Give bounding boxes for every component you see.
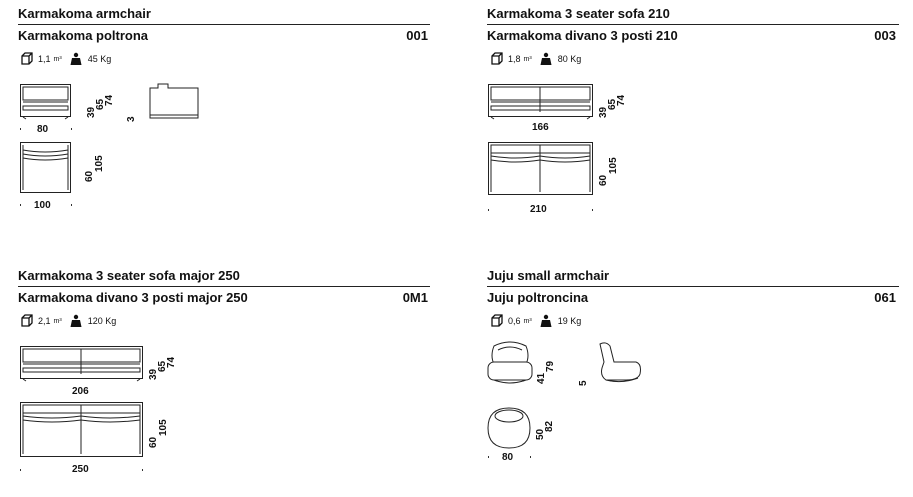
- product-name-en: Juju small armchair: [487, 268, 610, 283]
- weight-value: 19 Kg: [557, 316, 582, 326]
- front-view-drawing: [487, 341, 533, 384]
- weight-icon: [540, 52, 552, 65]
- dim-depth1: 60: [148, 436, 159, 448]
- dim-tick: [488, 209, 489, 211]
- product-name-it: Karmakoma divano 3 posti 210: [487, 28, 678, 43]
- dim-width-front: 80: [37, 124, 49, 135]
- product-name-it: Karmakoma poltrona: [18, 28, 149, 43]
- spec-line: 0,6 m³ 19 Kg: [490, 314, 581, 328]
- front-view-drawing: [20, 84, 71, 120]
- dim-tick: [530, 456, 531, 458]
- divider: [18, 24, 430, 25]
- volume-unit: m³: [523, 55, 532, 63]
- volume-unit: m³: [53, 317, 62, 325]
- product-name-en: Karmakoma 3 seater sofa 210: [487, 6, 670, 21]
- front-view-drawing: [488, 84, 593, 120]
- dim-width-front: 206: [72, 386, 89, 397]
- dim-tick: [71, 128, 72, 130]
- top-view-drawing: [488, 142, 593, 195]
- divider: [487, 24, 899, 25]
- weight-value: 45 Kg: [87, 54, 112, 64]
- dim-h3: 74: [616, 94, 627, 106]
- weight-icon: [540, 314, 552, 327]
- product-name-en: Karmakoma 3 seater sofa major 250: [18, 268, 240, 283]
- dim-tick: [20, 204, 21, 206]
- box-volume-icon: [491, 52, 503, 65]
- volume-value: 1,8: [508, 54, 521, 64]
- dim-depth2: 105: [94, 155, 105, 172]
- dim-tick: [592, 209, 593, 211]
- top-view-drawing: [20, 142, 71, 193]
- product-code: 003: [874, 28, 896, 43]
- product-code: 0M1: [402, 290, 428, 305]
- product-code: 001: [406, 28, 428, 43]
- top-view-drawing: [20, 402, 143, 457]
- dim-width-top: 80: [502, 452, 514, 463]
- weight-value: 120 Kg: [87, 316, 117, 326]
- product-code: 061: [874, 290, 896, 305]
- product-name-it: Juju poltroncina: [487, 290, 589, 305]
- dim-side: 5: [578, 380, 589, 386]
- box-volume-icon: [21, 52, 33, 65]
- spec-line: 2,1 m³ 120 Kg: [20, 314, 116, 328]
- weight-icon: [70, 52, 82, 65]
- top-view-drawing: [487, 407, 531, 449]
- dim-tick: [20, 128, 21, 130]
- dim-width-top: 210: [530, 204, 547, 215]
- dim-h1: 41: [536, 372, 547, 384]
- dim-h2: 79: [545, 360, 556, 372]
- divider: [18, 286, 430, 287]
- side-view-drawing: [149, 83, 199, 119]
- spec-line: 1,1 m³ 45 Kg: [20, 52, 111, 66]
- dim-width-front: 166: [532, 122, 549, 133]
- front-view-drawing: [20, 346, 143, 382]
- dim-h3: 74: [104, 94, 115, 106]
- dim-width-top: 100: [34, 200, 51, 211]
- dim-depth1: 60: [84, 170, 95, 182]
- dim-tick: [488, 456, 489, 458]
- dim-depth2: 82: [544, 420, 555, 432]
- dim-depth1: 60: [598, 174, 609, 186]
- dim-h3: 74: [166, 356, 177, 368]
- box-volume-icon: [21, 314, 33, 327]
- divider: [487, 286, 899, 287]
- volume-value: 2,1: [38, 316, 51, 326]
- product-name-en: Karmakoma armchair: [18, 6, 151, 21]
- dim-tick: [142, 469, 143, 471]
- volume-unit: m³: [523, 317, 532, 325]
- side-view-drawing: [599, 342, 641, 383]
- volume-value: 0,6: [508, 316, 521, 326]
- dim-tick: [20, 469, 21, 471]
- product-name-it: Karmakoma divano 3 posti major 250: [18, 290, 248, 305]
- box-volume-icon: [491, 314, 503, 327]
- dim-tick: [71, 204, 72, 206]
- weight-value: 80 Kg: [557, 54, 582, 64]
- weight-icon: [70, 314, 82, 327]
- spec-line: 1,8 m³ 80 Kg: [490, 52, 581, 66]
- dim-depth2: 105: [608, 157, 619, 174]
- dim-side: 3: [126, 116, 137, 122]
- dim-depth2: 105: [158, 419, 169, 436]
- volume-value: 1,1: [38, 54, 51, 64]
- volume-unit: m³: [53, 55, 62, 63]
- dim-width-top: 250: [72, 464, 89, 475]
